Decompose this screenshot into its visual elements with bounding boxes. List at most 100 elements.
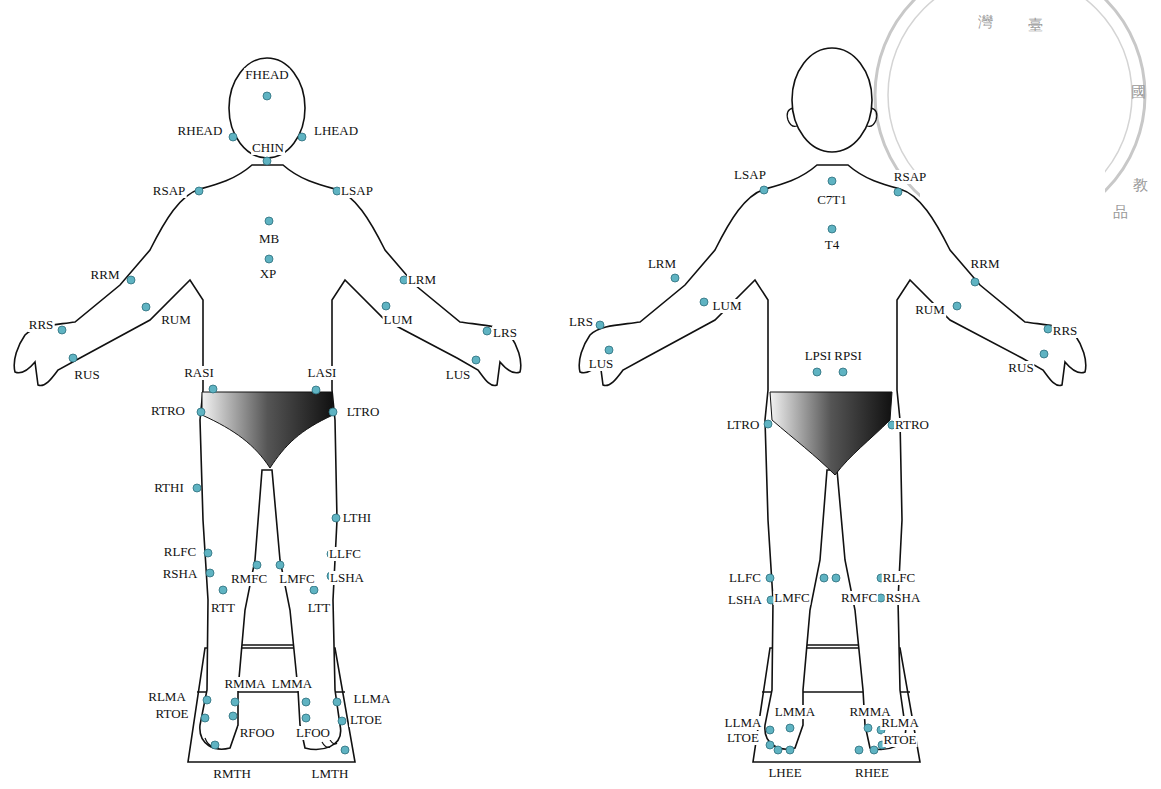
marker-dot — [382, 302, 390, 310]
marker-label: LASI — [307, 366, 338, 380]
watermark-text: 教 — [1132, 178, 1149, 192]
back-figure — [579, 48, 1086, 762]
marker-label: LUS — [445, 368, 472, 382]
marker-dot — [263, 92, 271, 100]
marker-dot — [828, 177, 836, 185]
marker-label: RLFC — [882, 571, 917, 585]
marker-label: RHEAD — [177, 124, 224, 138]
watermark-text: 灣 — [977, 15, 994, 29]
marker-dot — [302, 714, 310, 722]
marker-label: RTRO — [150, 404, 186, 418]
marker-label: LMFC — [278, 572, 315, 586]
marker-label: RSHA — [162, 567, 199, 581]
marker-dot — [265, 217, 273, 225]
marker-label: RMFC — [840, 591, 878, 605]
marker-label: LMMA — [774, 705, 816, 719]
marker-label: LMTH — [311, 767, 350, 781]
marker-label: RLFC — [163, 545, 198, 559]
marker-label: LSAP — [340, 184, 374, 198]
marker-dot — [971, 278, 979, 286]
marker-label: LLFC — [328, 547, 362, 561]
marker-label: RHEE — [854, 766, 890, 780]
marker-dot — [142, 303, 150, 311]
marker-dot — [229, 712, 237, 720]
marker-dot — [276, 561, 284, 569]
marker-dot — [58, 326, 66, 334]
marker-dot — [298, 133, 306, 141]
marker-label: RUS — [1007, 361, 1034, 375]
marker-label: LRS — [568, 315, 594, 329]
marker-dot — [195, 187, 203, 195]
marker-label: LTHI — [342, 511, 372, 525]
marker-dot — [231, 698, 239, 706]
marker-dot — [786, 746, 794, 754]
marker-label: RMMA — [223, 677, 266, 691]
marker-label: LUS — [588, 357, 615, 371]
marker-dot — [312, 386, 320, 394]
marker-label: RASI — [183, 366, 215, 380]
marker-label: XP — [259, 267, 278, 281]
marker-dot — [197, 408, 205, 416]
marker-dot — [229, 133, 237, 141]
marker-label: MB — [258, 232, 280, 246]
marker-label: LLFC — [728, 571, 762, 585]
marker-label: LHEE — [767, 766, 802, 780]
marker-label: FHEAD — [244, 68, 289, 82]
marker-dot — [894, 188, 902, 196]
marker-label: LSHA — [727, 593, 763, 607]
marker-label: LTT — [307, 601, 332, 615]
marker-dot — [203, 696, 211, 704]
marker-dot — [832, 574, 840, 582]
marker-label: LTRO — [726, 418, 761, 432]
marker-dot — [211, 741, 219, 749]
marker-dot — [333, 698, 341, 706]
marker-label: RLMA — [147, 690, 187, 704]
marker-label: RRM — [90, 268, 121, 282]
marker-label: RUM — [160, 313, 192, 327]
marker-dot — [828, 225, 836, 233]
marker-dot — [206, 569, 214, 577]
marker-label: LMMA — [271, 677, 313, 691]
marker-label: CHIN — [251, 141, 285, 155]
marker-label: RTT — [210, 601, 236, 615]
marker-label: LMFC — [773, 591, 810, 605]
marker-label: RFOO — [239, 726, 276, 740]
marker-label: LRM — [647, 257, 677, 271]
marker-dot — [864, 724, 872, 732]
marker-label: LTOE — [349, 713, 383, 727]
marker-dot — [302, 698, 310, 706]
marker-label: LPSI — [804, 349, 833, 363]
marker-dot — [209, 385, 217, 393]
marker-dot — [332, 514, 340, 522]
marker-dot — [813, 368, 821, 376]
watermark-text: 國 — [1130, 85, 1147, 99]
marker-dot — [253, 561, 261, 569]
marker-label: C7T1 — [816, 193, 848, 207]
marker-label: LSAP — [733, 168, 767, 182]
marker-dot — [764, 420, 772, 428]
marker-label: RTOE — [883, 733, 918, 747]
marker-dot — [700, 298, 708, 306]
marker-label: LTOE — [726, 731, 760, 745]
marker-dot — [127, 276, 135, 284]
marker-label: RPSI — [833, 349, 862, 363]
marker-dot — [596, 321, 604, 329]
marker-label: T4 — [824, 238, 840, 252]
marker-label: LUM — [383, 313, 414, 327]
marker-dot — [263, 157, 271, 165]
marker-dots — [58, 92, 1052, 754]
marker-dot — [483, 327, 491, 335]
marker-label: LLMA — [724, 716, 763, 730]
marker-dot — [219, 586, 227, 594]
watermark-text: 臺 — [1027, 18, 1044, 32]
marker-label: RSHA — [885, 591, 922, 605]
marker-label: LRS — [492, 326, 518, 340]
marker-label: RUM — [914, 303, 946, 317]
marker-dot — [201, 714, 209, 722]
marker-dot — [605, 346, 613, 354]
marker-label: RLMA — [880, 716, 920, 730]
marker-label: LLMA — [353, 692, 392, 706]
marker-dot — [193, 484, 201, 492]
